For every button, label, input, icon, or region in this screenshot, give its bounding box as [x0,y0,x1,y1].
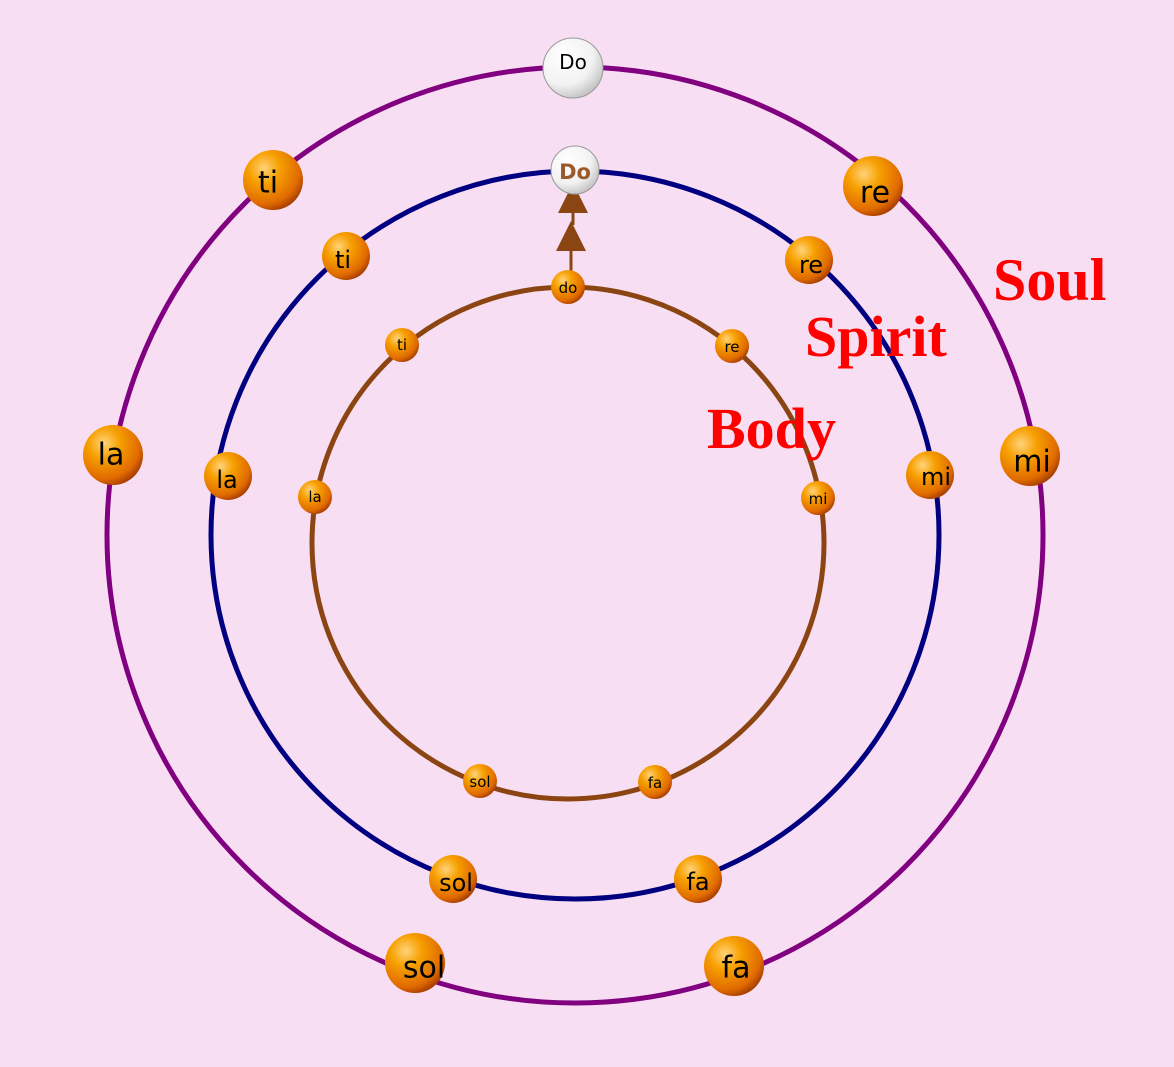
spirit-label: Spirit [805,304,947,369]
soul-note-fa: fa [704,936,764,996]
soul-note-mi: mi [1000,426,1060,486]
body-note-sol: sol [463,764,497,798]
body-note-fa: fa [638,765,672,799]
spirit-note-la: la [204,452,252,500]
spirit-note-sol-label: sol [439,869,473,897]
spirit-note-mi-label: mi [921,463,951,491]
soul-note-fa-label: fa [722,951,751,986]
body-ring [309,284,827,802]
soul-note-re-label: re [860,176,890,211]
spirit-note-do-label: Do [559,160,591,184]
soul-ring [104,64,1046,1006]
soul-note-la: la [83,425,143,485]
body-note-do: do [551,270,585,304]
body-note-re-label: re [724,338,739,356]
spirit-note-ti: ti [322,232,370,280]
spirit-note-do: Do [550,145,600,195]
spirit-note-ti-label: ti [335,246,351,274]
soul-note-mi-label: mi [1013,445,1051,480]
soul-note-do: Do [542,37,604,99]
body-note-la-label: la [308,488,321,506]
body-note-re: re [715,329,749,363]
spirit-note-sol: sol [429,855,477,903]
soul-note-la-label: la [98,438,125,473]
soul-note-ti: ti [243,150,303,210]
body-note-la: la [298,480,332,514]
body-note-mi: mi [801,481,835,515]
spirit-note-re-label: re [799,251,823,279]
body-note-do-label: do [559,279,578,297]
body-label: Body [707,396,836,461]
soul-note-do-label: Do [559,50,587,74]
soul-note-sol-label: sol [403,951,445,986]
spirit-note-fa-label: fa [686,868,709,896]
soul-note-ti-label: ti [258,166,278,201]
spirit-note-la-label: la [216,466,237,494]
spirit-note-fa: fa [674,855,722,903]
soul-note-sol: sol [385,933,445,993]
soul-note-re: re [843,156,903,216]
spirit-note-mi: mi [906,451,954,499]
body-note-fa-label: fa [648,774,662,792]
body-note-sol-label: sol [469,773,490,791]
spirit-note-re: re [785,236,833,284]
soul-label: Soul [993,247,1106,313]
body-note-ti: ti [385,328,419,362]
body-note-ti-label: ti [397,336,407,354]
body-note-mi-label: mi [809,490,828,508]
